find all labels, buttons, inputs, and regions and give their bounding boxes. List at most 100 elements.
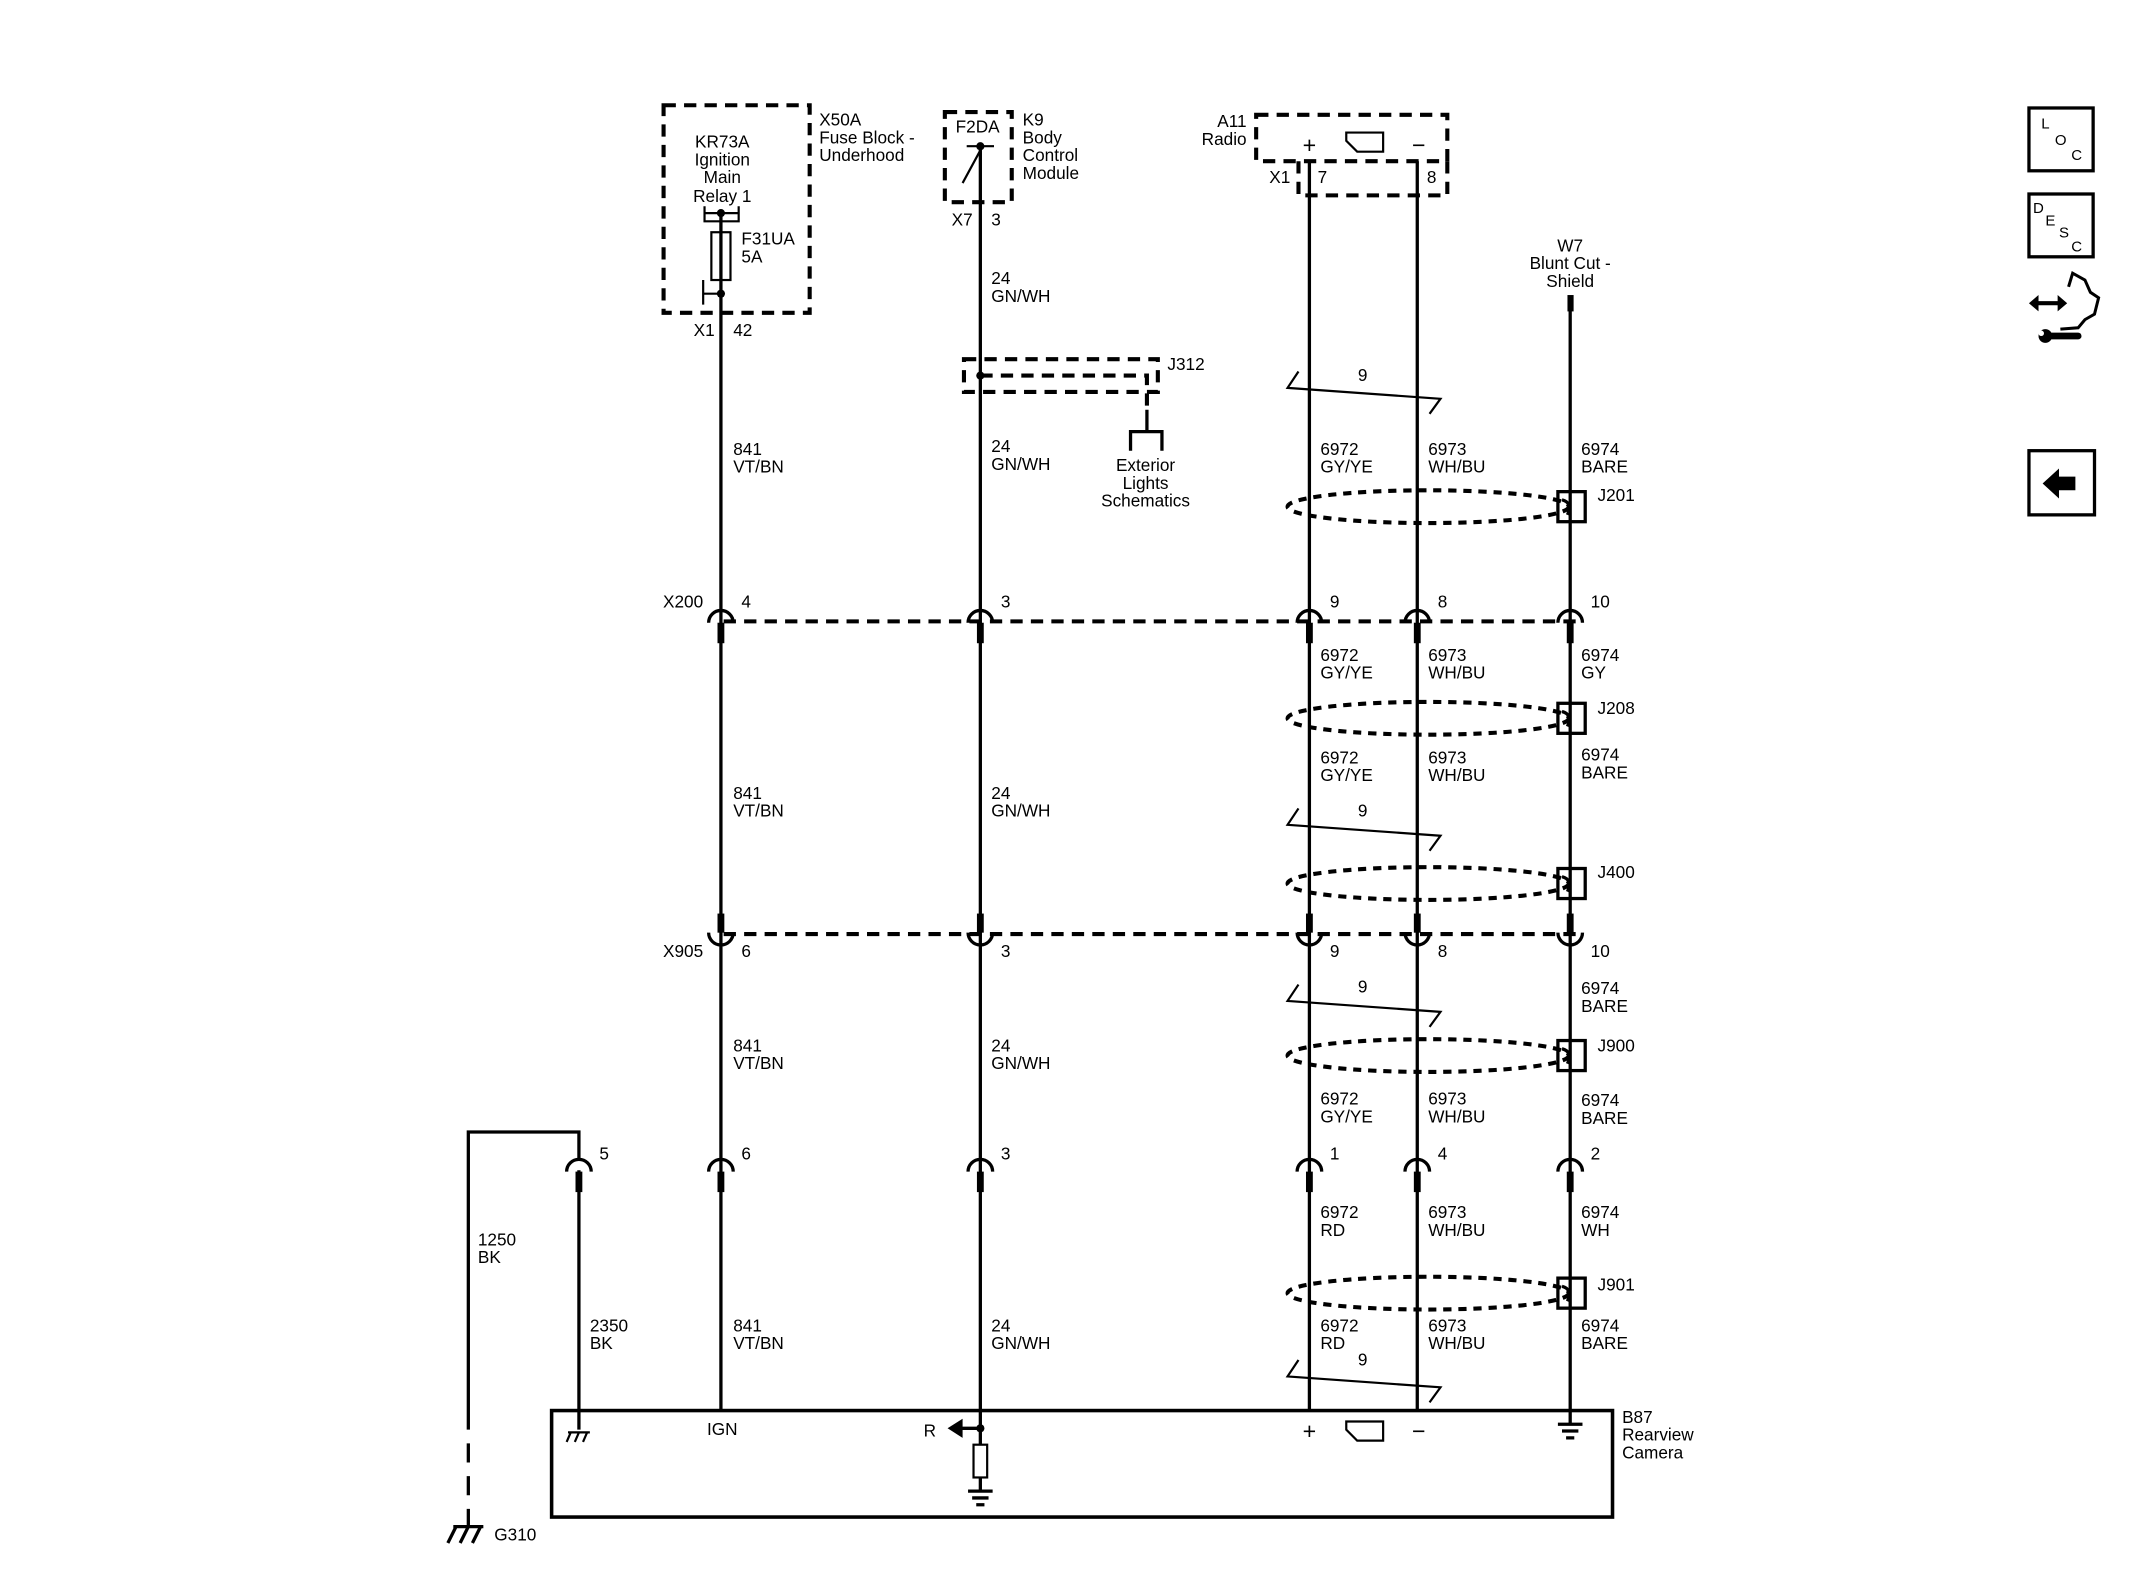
exterior-lights-link[interactable]: Exterior bbox=[1116, 455, 1175, 475]
pin-label: 10 bbox=[1591, 941, 1610, 961]
splice-j201[interactable]: J201 bbox=[1285, 485, 1635, 526]
terminal-icon bbox=[1556, 608, 1585, 644]
wire-label: VT/BN bbox=[733, 457, 784, 477]
pin-label: 9 bbox=[1330, 941, 1340, 961]
g310-ground[interactable]: G310 bbox=[446, 1524, 536, 1544]
camera-connector[interactable]: 5 6 3 1 4 2 bbox=[564, 1143, 1601, 1193]
wire-label: WH/BU bbox=[1428, 1106, 1485, 1126]
wire-label: 6974 bbox=[1581, 978, 1620, 998]
video-signal-icon bbox=[1345, 1420, 1385, 1442]
terminal-icon bbox=[1403, 608, 1432, 644]
pin-label: 6 bbox=[741, 1143, 751, 1163]
twist-marker: 9 bbox=[1285, 1350, 1443, 1404]
wire-label: GN/WH bbox=[991, 1053, 1050, 1073]
w7-label: W7 bbox=[1557, 235, 1583, 255]
a11-radio[interactable]: A11 Radio + − X1 7 8 bbox=[1202, 111, 1450, 198]
wire-label: 6973 bbox=[1428, 1089, 1466, 1109]
svg-text:L: L bbox=[2041, 115, 2049, 132]
x905-connector[interactable]: X905 6 3 9 8 10 bbox=[663, 913, 1610, 962]
wire-label: GY bbox=[1581, 663, 1606, 683]
x50a-pin: 42 bbox=[733, 320, 752, 340]
j312-label: J312 bbox=[1167, 354, 1204, 374]
wire-label: 6974 bbox=[1581, 645, 1620, 665]
k9-name: Module bbox=[1023, 163, 1079, 183]
wire-label: GN/WH bbox=[991, 801, 1050, 821]
twisted-pair-markers: 9 9 9 9 bbox=[1285, 365, 1443, 1404]
svg-text:J901: J901 bbox=[1598, 1274, 1635, 1294]
wire-label: RD bbox=[1320, 1220, 1345, 1240]
wire-label: 6972 bbox=[1320, 1315, 1358, 1335]
k9-pin: 3 bbox=[991, 209, 1001, 229]
x50a-connector: X1 bbox=[694, 320, 715, 340]
splice-j900[interactable]: J900 bbox=[1285, 1035, 1635, 1074]
exterior-lights-link[interactable]: Schematics bbox=[1101, 491, 1190, 511]
plus-icon: + bbox=[1303, 132, 1317, 158]
a11-connector: X1 bbox=[1269, 167, 1290, 187]
wire-label: VT/BN bbox=[733, 1053, 784, 1073]
x50a-id: X50A bbox=[819, 110, 862, 130]
a11-id: A11 bbox=[1217, 111, 1246, 131]
r-label: R bbox=[924, 1420, 936, 1440]
splice-j208[interactable]: J208 bbox=[1285, 698, 1635, 737]
wire-label: GY/YE bbox=[1320, 1106, 1373, 1126]
k9-body-control-module[interactable]: F2DA K9 Body Control Module X7 3 bbox=[942, 110, 1079, 230]
wire-label: 6974 bbox=[1581, 439, 1620, 459]
terminal-icon bbox=[1295, 913, 1324, 947]
svg-text:C: C bbox=[2071, 147, 2082, 164]
wire-1250[interactable] bbox=[466, 1130, 581, 1411]
desc-button[interactable]: D E S C bbox=[2027, 192, 2095, 259]
x200-connector[interactable]: X200 4 3 9 8 10 bbox=[663, 592, 1610, 644]
wire-label: WH/BU bbox=[1428, 1333, 1485, 1353]
wire-label: GY/YE bbox=[1320, 765, 1373, 785]
minus-icon: − bbox=[1412, 132, 1426, 158]
wire-label: WH/BU bbox=[1428, 663, 1485, 683]
svg-text:J208: J208 bbox=[1598, 698, 1635, 718]
w7-label: Shield bbox=[1546, 271, 1594, 291]
pin-label: 5 bbox=[599, 1143, 609, 1163]
pin-label: 8 bbox=[1438, 592, 1448, 612]
ground-icon bbox=[968, 1489, 993, 1507]
wire-label: BARE bbox=[1581, 996, 1628, 1016]
svg-text:D: D bbox=[2033, 200, 2044, 217]
x200-label: X200 bbox=[663, 592, 703, 612]
loc-button[interactable]: L O C bbox=[2027, 106, 2095, 173]
x50a-fuse-block[interactable]: X50A Fuse Block - Underhood KR73A Igniti… bbox=[661, 103, 915, 340]
svg-text:9: 9 bbox=[1358, 365, 1368, 385]
splice-j901[interactable]: J901 bbox=[1285, 1274, 1635, 1312]
j312-splice[interactable]: J312 Exterior Lights Schematics bbox=[961, 354, 1205, 511]
resistor-icon bbox=[972, 1443, 989, 1479]
ground-point-icon bbox=[446, 1524, 484, 1544]
svg-text:O: O bbox=[2055, 132, 2067, 149]
pin-label: 6 bbox=[741, 941, 751, 961]
loc-icon bbox=[2027, 106, 2095, 173]
wire-label: 6973 bbox=[1428, 1202, 1466, 1222]
svg-text:9: 9 bbox=[1358, 977, 1368, 997]
exterior-lights-link[interactable]: Lights bbox=[1123, 473, 1169, 493]
b87-rearview-camera[interactable]: B87 Rearview Camera IGN R + − bbox=[549, 1407, 1695, 1519]
svg-text:C: C bbox=[2071, 238, 2082, 255]
shield-splices: J201 J208 J400 J900 J901 bbox=[1285, 485, 1635, 1312]
wire-label: 24 bbox=[991, 268, 1011, 288]
wire-label: 24 bbox=[991, 783, 1011, 803]
wire-label: 24 bbox=[991, 1035, 1011, 1055]
twist-marker: 9 bbox=[1285, 977, 1443, 1028]
wire-label: 6972 bbox=[1320, 1089, 1358, 1109]
wire-label: WH/BU bbox=[1428, 765, 1485, 785]
reference-bracket-icon bbox=[1128, 409, 1164, 451]
wire-label: 2350 bbox=[590, 1315, 628, 1335]
connector-repair-button[interactable] bbox=[2028, 270, 2101, 343]
back-button[interactable] bbox=[2027, 449, 2097, 517]
wire-label: BK bbox=[590, 1333, 613, 1353]
wire-label: 841 bbox=[733, 439, 762, 459]
terminal-icon bbox=[1556, 913, 1585, 947]
wire-label: WH/BU bbox=[1428, 1220, 1485, 1240]
k9-name: Body bbox=[1023, 127, 1063, 147]
pin-label: 3 bbox=[1001, 941, 1011, 961]
kr73a-label: Ignition bbox=[695, 149, 750, 169]
chassis-ground-icon bbox=[565, 1431, 590, 1443]
pin-label: 4 bbox=[1438, 1143, 1448, 1163]
svg-text:S: S bbox=[2059, 225, 2069, 242]
x50a-name-2: Underhood bbox=[819, 145, 904, 165]
splice-j400[interactable]: J400 bbox=[1285, 862, 1635, 902]
svg-text:J900: J900 bbox=[1598, 1035, 1635, 1055]
